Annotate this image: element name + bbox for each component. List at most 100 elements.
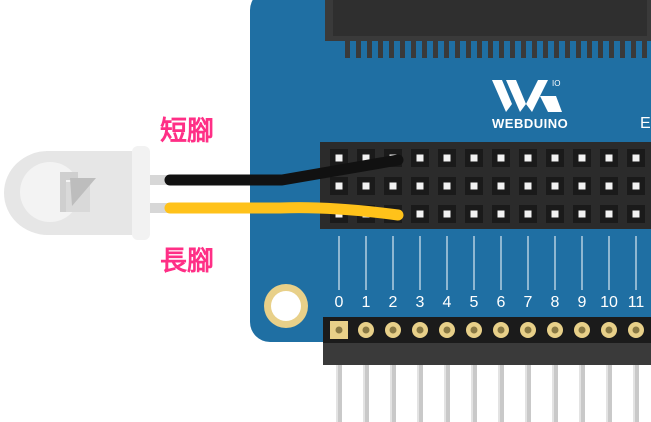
breadboard-hole bbox=[578, 182, 586, 190]
chip-pin bbox=[598, 38, 603, 58]
pin-legs bbox=[336, 365, 639, 422]
pin-labels: 0 1 2 3 4 5 6 7 8 9 10 11 bbox=[335, 294, 645, 311]
pin-leg-highlight bbox=[444, 365, 446, 422]
pin-leg bbox=[633, 365, 639, 422]
chip-pin bbox=[477, 38, 482, 58]
chip-pins bbox=[345, 38, 647, 58]
pin-leg-highlight bbox=[471, 365, 473, 422]
chip-pin bbox=[587, 38, 592, 58]
edge-letter: E bbox=[640, 115, 651, 132]
breadboard-hole bbox=[524, 210, 532, 218]
breadboard-hole bbox=[578, 154, 586, 162]
chip-pin bbox=[631, 38, 636, 58]
pin-leg-highlight bbox=[633, 365, 635, 422]
brand-superscript: IO bbox=[552, 79, 560, 88]
pin-pads bbox=[330, 321, 645, 339]
chip-pin bbox=[422, 38, 427, 58]
pin-pad-center bbox=[389, 326, 397, 334]
pin-pad-center bbox=[632, 326, 640, 334]
breadboard-hole bbox=[416, 182, 424, 190]
chip bbox=[325, 0, 651, 58]
pin-pad-center bbox=[443, 326, 451, 334]
pin-leg-highlight bbox=[525, 365, 527, 422]
chip-pin bbox=[455, 38, 460, 58]
long-leg-label: 長腳 bbox=[160, 246, 214, 277]
breadboard-hole bbox=[362, 182, 370, 190]
chip-pin bbox=[444, 38, 449, 58]
pin-pad-center bbox=[335, 326, 343, 334]
breadboard-hole bbox=[443, 210, 451, 218]
breadboard-hole bbox=[389, 182, 397, 190]
chip-pin bbox=[400, 38, 405, 58]
chip-pin bbox=[466, 38, 471, 58]
breadboard-hole bbox=[551, 210, 559, 218]
breadboard-hole bbox=[416, 154, 424, 162]
pin-label-7: 7 bbox=[524, 294, 533, 311]
pin-label-6: 6 bbox=[497, 294, 506, 311]
chip-pin bbox=[565, 38, 570, 58]
pin-label-8: 8 bbox=[551, 294, 560, 311]
chip-pin bbox=[576, 38, 581, 58]
pin-label-10: 10 bbox=[600, 294, 618, 311]
pin-leg bbox=[498, 365, 504, 422]
pin-pad-center bbox=[524, 326, 532, 334]
chip-pin bbox=[499, 38, 504, 58]
pin-pad-center bbox=[578, 326, 586, 334]
pin-header bbox=[323, 317, 651, 422]
breadboard-hole bbox=[497, 154, 505, 162]
breadboard-hole bbox=[335, 154, 343, 162]
pin-label-5: 5 bbox=[470, 294, 479, 311]
pin-leg bbox=[579, 365, 585, 422]
pin-label-1: 1 bbox=[362, 294, 371, 311]
chip-pin bbox=[389, 38, 394, 58]
chip-pin bbox=[356, 38, 361, 58]
long-leg-wire bbox=[164, 202, 404, 221]
breadboard-hole bbox=[470, 154, 478, 162]
breadboard-hole bbox=[551, 182, 559, 190]
pin-leg-highlight bbox=[498, 365, 500, 422]
pin-leg-highlight bbox=[606, 365, 608, 422]
breadboard-hole bbox=[443, 182, 451, 190]
pin-label-3: 3 bbox=[416, 294, 425, 311]
short-leg-label: 短腳 bbox=[160, 116, 214, 147]
breadboard-hole bbox=[416, 210, 424, 218]
pin-leg bbox=[606, 365, 612, 422]
brand-name: WEBDUINO bbox=[492, 116, 568, 131]
pin-leg-highlight bbox=[363, 365, 365, 422]
breadboard-hole bbox=[362, 154, 370, 162]
breadboard-hole bbox=[524, 182, 532, 190]
pin-pad-center bbox=[497, 326, 505, 334]
chip-pin bbox=[609, 38, 614, 58]
breadboard-hole bbox=[578, 210, 586, 218]
breadboard-hole bbox=[632, 210, 640, 218]
pin-leg bbox=[552, 365, 558, 422]
pin-leg-highlight bbox=[336, 365, 338, 422]
breadboard-hole bbox=[632, 154, 640, 162]
pin-leg bbox=[390, 365, 396, 422]
pin-leg bbox=[525, 365, 531, 422]
chip-pin bbox=[554, 38, 559, 58]
chip-pin bbox=[642, 38, 647, 58]
breadboard-hole bbox=[470, 182, 478, 190]
pin-pad-center bbox=[551, 326, 559, 334]
pin-leg-highlight bbox=[552, 365, 554, 422]
pin-leader-lines bbox=[338, 236, 637, 290]
pin-label-4: 4 bbox=[443, 294, 452, 311]
chip-pin bbox=[543, 38, 548, 58]
pin-pad-center bbox=[470, 326, 478, 334]
breadboard-hole bbox=[497, 210, 505, 218]
breadboard-hole bbox=[335, 182, 343, 190]
breadboard-hole bbox=[605, 210, 613, 218]
chip-pin bbox=[488, 38, 493, 58]
breadboard-hole bbox=[632, 182, 640, 190]
chip-pin bbox=[367, 38, 372, 58]
breadboard-hole bbox=[605, 182, 613, 190]
pin-leg bbox=[363, 365, 369, 422]
pin-leg-highlight bbox=[417, 365, 419, 422]
mounting-hole bbox=[264, 284, 308, 328]
led-icon bbox=[4, 146, 174, 240]
pin-leg bbox=[444, 365, 450, 422]
pin-leg bbox=[471, 365, 477, 422]
pin-label-11: 11 bbox=[628, 294, 645, 311]
